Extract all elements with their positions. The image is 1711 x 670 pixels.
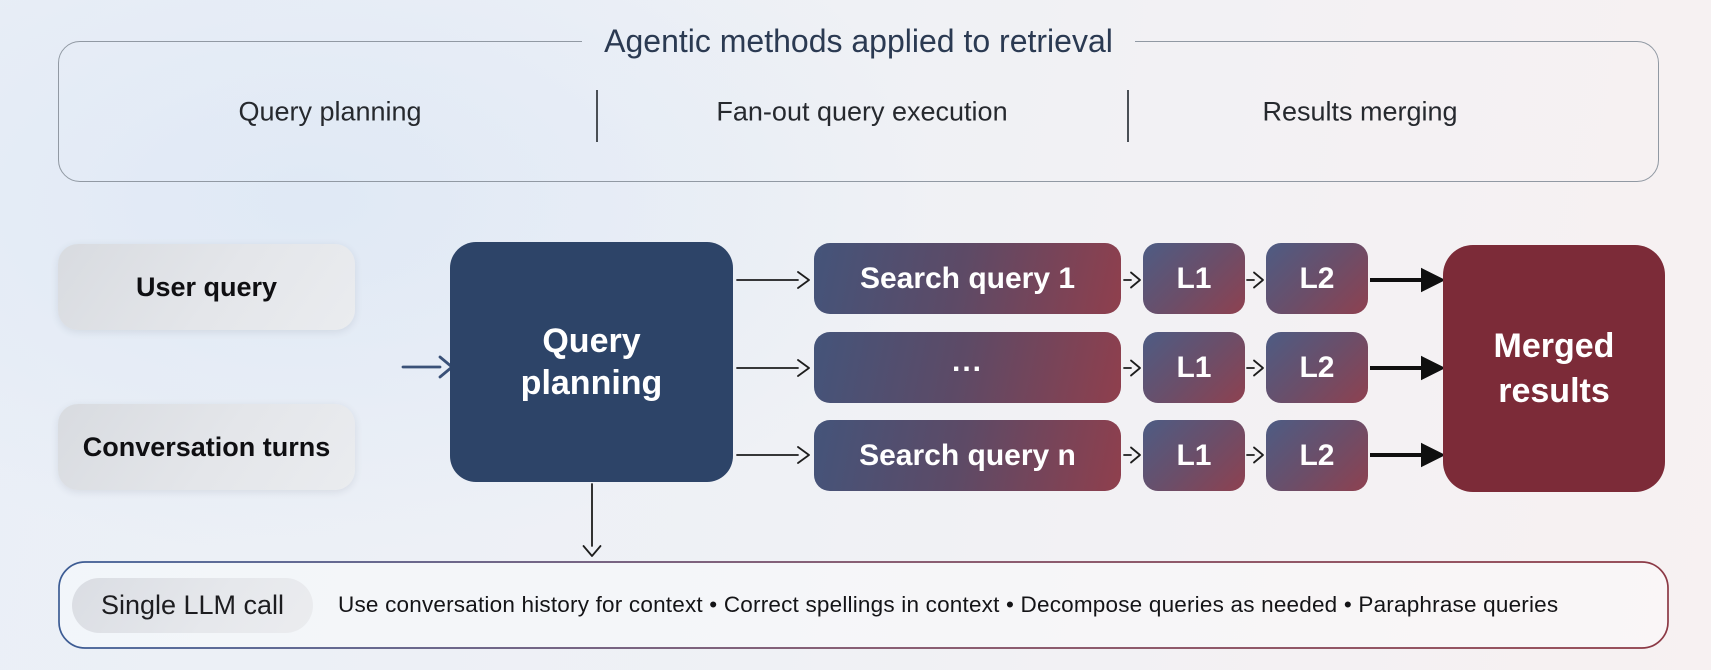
column-label-fanout-execution: Fan-out query execution: [716, 96, 1008, 127]
search-query-ellipsis-label: ...: [951, 344, 983, 378]
merged-results-label: Merged results: [1493, 327, 1615, 410]
l1-label-row3: L1: [1176, 438, 1212, 472]
l1-label-row1: L1: [1176, 261, 1212, 295]
l2-label-row2: L2: [1299, 350, 1335, 384]
column-label-results-merging: Results merging: [1262, 96, 1458, 127]
search-query-n-box: Search query n: [814, 420, 1121, 491]
column-label-query-planning: Query planning: [238, 96, 422, 127]
l1-box-row2: L1: [1143, 332, 1245, 403]
user-query-label: User query: [135, 271, 278, 302]
merge-arrows: [1370, 267, 1446, 468]
conversation-turns-box: Conversation turns: [58, 404, 355, 490]
arrow-into-planner: [401, 355, 454, 379]
single-llm-call-pill: Single LLM call: [72, 578, 313, 633]
l2-label-row1: L2: [1299, 261, 1335, 295]
user-query-box: User query: [58, 244, 355, 330]
column-divider-2: [1127, 90, 1129, 142]
l2-box-row1: L2: [1266, 243, 1368, 314]
merged-results-box: Merged results: [1443, 245, 1665, 492]
l2-box-row2: L2: [1266, 332, 1368, 403]
search-query-1-label: Search query 1: [859, 261, 1076, 295]
query-planning-label: Query planning: [520, 321, 663, 403]
l1-label-row2: L1: [1176, 350, 1212, 384]
single-llm-call-label: Single LLM call: [100, 590, 285, 620]
l1-box-row1: L1: [1143, 243, 1245, 314]
agentic-methods-container: Agentic methods applied to retrieval: [58, 21, 1659, 182]
diagram-title: Agentic methods applied to retrieval: [604, 23, 1113, 59]
query-planning-box: Query planning: [450, 242, 733, 482]
search-query-n-label: Search query n: [859, 438, 1076, 472]
l2-label-row3: L2: [1299, 438, 1335, 472]
llm-notes-text: Use conversation history for context • C…: [338, 592, 1559, 617]
l2-box-row3: L2: [1266, 420, 1368, 491]
l1-box-row3: L1: [1143, 420, 1245, 491]
column-divider-1: [596, 90, 598, 142]
search-query-1-box: Search query 1: [814, 243, 1121, 314]
search-query-ellipsis-box: ...: [814, 332, 1121, 403]
conversation-turns-label: Conversation turns: [82, 431, 331, 462]
